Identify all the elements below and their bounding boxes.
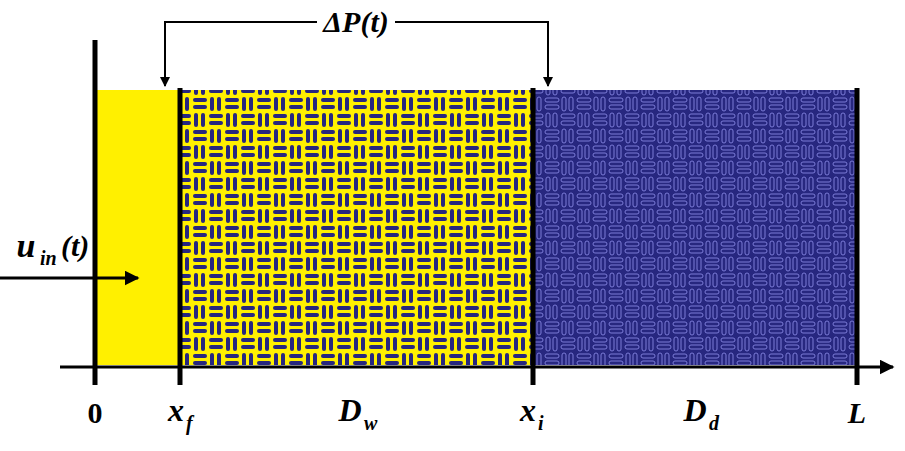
end-wall: [855, 88, 860, 385]
interface-line: [531, 88, 536, 385]
axis-origin: 0: [88, 398, 103, 428]
pressure-drop-label: ΔP(t): [317, 7, 394, 37]
inflow-arrow: [0, 277, 138, 280]
dry-region: [533, 90, 857, 365]
interface-symbol: x: [520, 394, 536, 426]
front-symbol: x: [168, 394, 184, 426]
fluid-inlet-region: [95, 90, 180, 365]
inflow-symbol: u: [17, 229, 36, 263]
inflow-time: (t): [61, 231, 89, 261]
dry-domain-subscript: d: [709, 413, 719, 433]
axis-end: L: [848, 398, 866, 428]
x-axis: [60, 366, 893, 369]
wet-domain-symbol: D: [338, 394, 361, 426]
front-line: [178, 88, 183, 385]
front-subscript: f: [186, 413, 193, 433]
wet-domain-subscript: w: [364, 413, 377, 433]
pressure-arrow-right: [547, 60, 549, 86]
dry-domain-symbol: D: [683, 394, 706, 426]
wet-region: [180, 90, 533, 365]
inlet-wall: [93, 40, 98, 385]
inflow-subscript: in: [40, 248, 57, 268]
pressure-arrow-left: [164, 60, 166, 86]
interface-subscript: i: [538, 413, 544, 433]
